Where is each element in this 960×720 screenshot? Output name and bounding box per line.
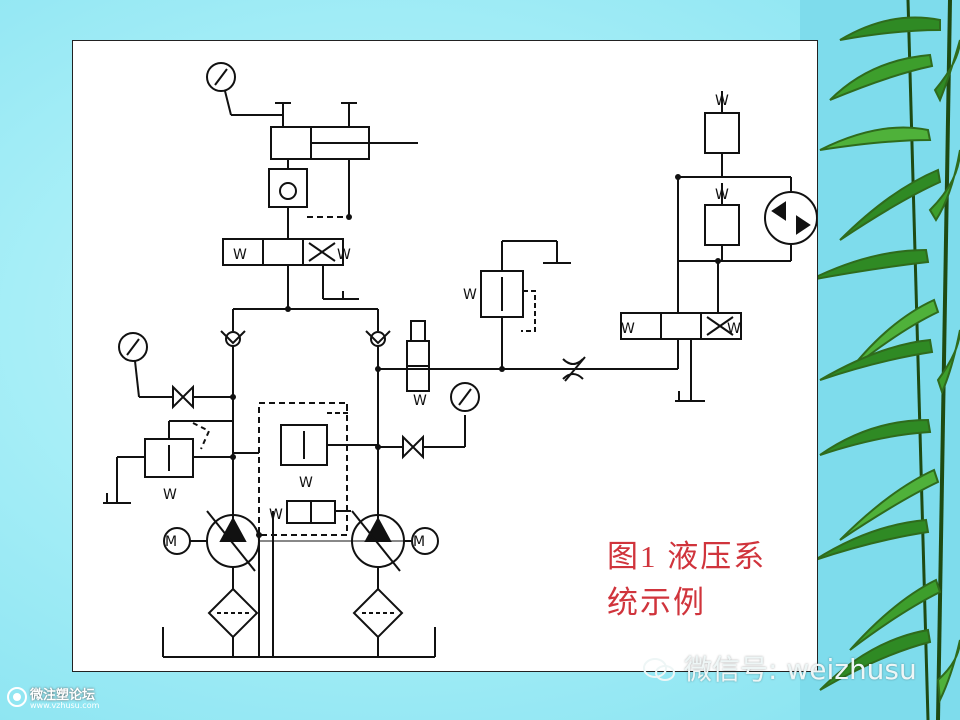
wechat-watermark: 微信号: weizhusu (642, 648, 917, 688)
relief-valve-motor-top (704, 112, 740, 154)
bamboo-decoration (800, 0, 960, 720)
spring-label: W (233, 247, 247, 263)
spring-label: W (337, 247, 351, 263)
directional-valve-top (222, 238, 344, 266)
forum-logo-icon (7, 687, 27, 707)
spring-label: W (727, 321, 741, 337)
spring-label: W (413, 393, 427, 409)
wechat-icon (643, 658, 675, 681)
motor-label-right: M (413, 534, 425, 550)
diagram-panel: M M W W W W W W W W W W W 图1 液压系 统示例 (72, 40, 818, 672)
motor-label-left: M (165, 534, 177, 550)
pilot-check-valve (268, 168, 308, 208)
shutoff-valve-left (172, 384, 194, 410)
spring-label: W (715, 187, 729, 203)
pressure-gauge-right (450, 382, 480, 412)
directional-valve-right (620, 312, 742, 340)
forum-name: 微注塑论坛 (30, 688, 96, 703)
spring-label: W (269, 507, 283, 523)
spring-label: W (299, 475, 313, 491)
pressure-gauge-left (118, 332, 148, 362)
relief-valve-motor-bottom (704, 204, 740, 246)
spring-label: W (621, 321, 635, 337)
wechat-id-text: 微信号: weizhusu (684, 653, 917, 686)
hydraulic-motor (764, 191, 817, 245)
figure-caption-line-1: 图1 液压系 (607, 539, 767, 574)
forum-url: www.vzhusu.com (30, 701, 100, 710)
pressure-gauge-top (206, 62, 236, 92)
spring-label: W (715, 93, 729, 109)
spring-label: W (463, 287, 477, 303)
figure-caption-line-2: 统示例 (607, 585, 706, 620)
shutoff-valve-right (402, 434, 424, 460)
hydraulic-schematic: M M W W W W W W W W W W W (103, 62, 817, 658)
spring-label: W (163, 487, 177, 503)
